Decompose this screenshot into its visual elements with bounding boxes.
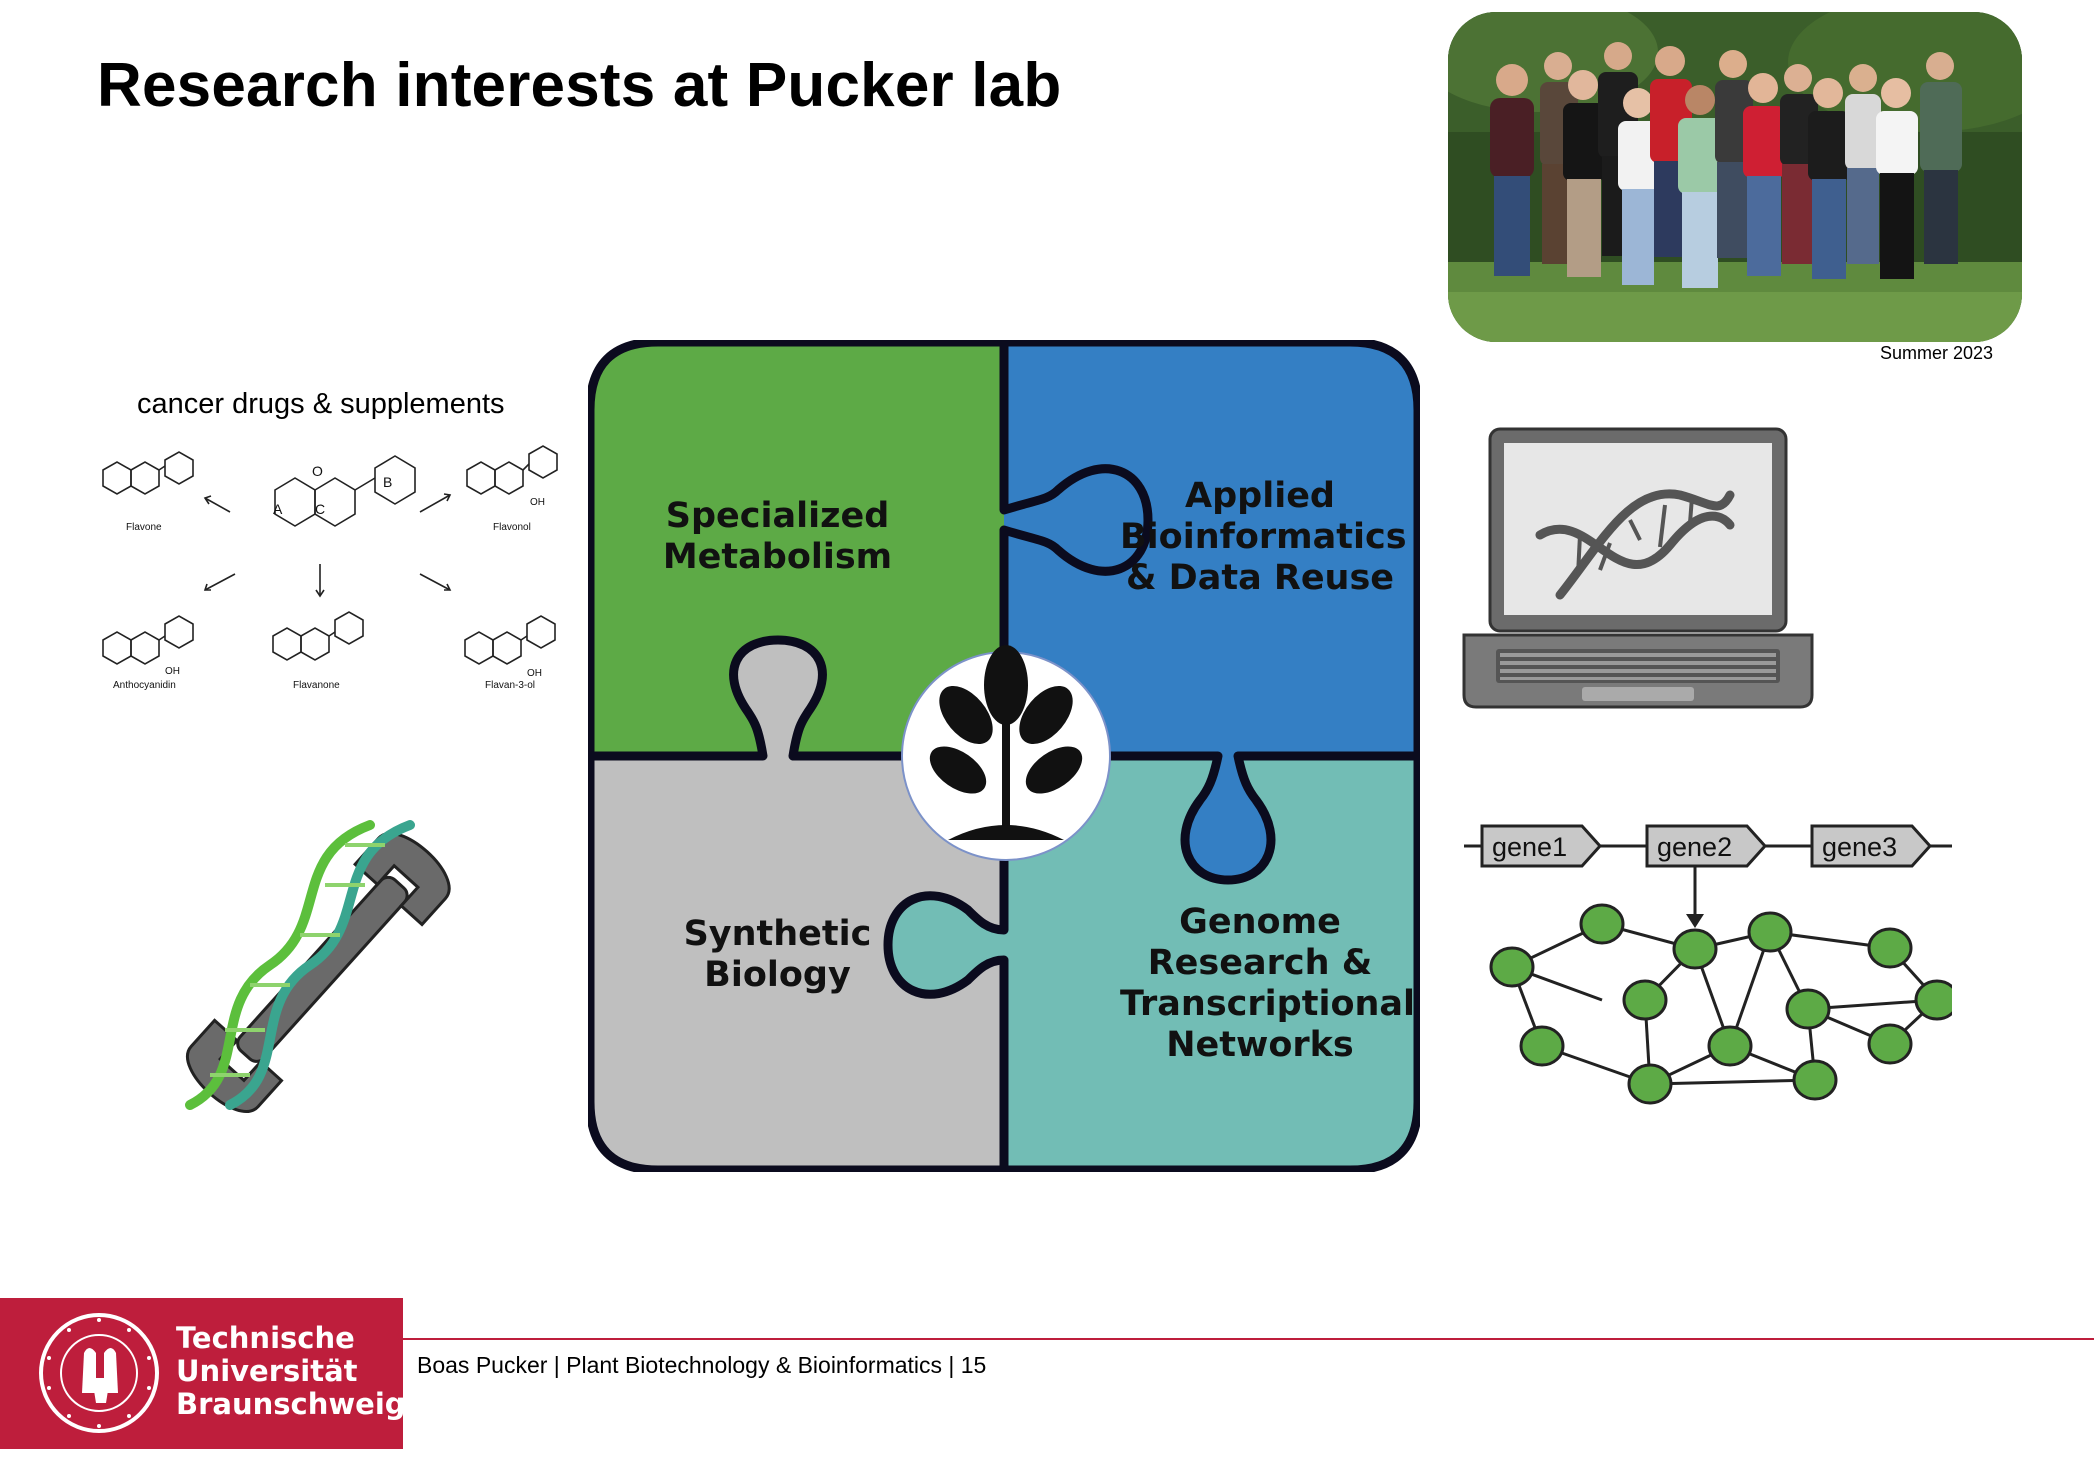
puzzle-piece-applied-bioinformatics <box>1004 342 1418 756</box>
gene2-label: gene2 <box>1657 832 1732 862</box>
university-logo-bar: Technische Universität Braunschweig <box>0 1298 406 1449</box>
puzzle-piece-specialized-metabolism <box>590 342 1004 756</box>
gene1-label: gene1 <box>1492 832 1567 862</box>
flavonoid-structures: A C B O Flavone Flavonol OH Anthocyanidi… <box>102 445 558 691</box>
puzzle-piece-genome-research <box>1004 756 1418 1170</box>
anthocyanidin-oh-label: OH <box>165 666 180 677</box>
flavonol-label: Flavonol <box>493 522 531 533</box>
puzzle-piece-synthetic-biology <box>590 756 1004 1170</box>
laptop-dna-icon <box>1462 427 1814 709</box>
gene1-box <box>1480 824 1603 868</box>
gene3-box <box>1810 824 1933 868</box>
anthocyanidin-label: Anthocyanidin <box>113 680 176 691</box>
wrench-dna-icon <box>185 820 451 1113</box>
ring-o-label: O <box>312 463 323 479</box>
flavan3ol-oh-label: OH <box>527 668 542 679</box>
cancer-drugs-label: cancer drugs & supplements <box>137 388 505 420</box>
university-name: Technische Universität Braunschweig <box>176 1321 406 1421</box>
university-seal <box>39 1313 159 1433</box>
flavonol-oh-label: OH <box>530 497 545 508</box>
gene2-box <box>1645 824 1768 868</box>
ring-c-label: C <box>315 501 325 517</box>
page-title: Research interests at Pucker lab <box>97 51 1062 120</box>
ring-a-label: A <box>273 501 283 517</box>
photo-caption: Summer 2023 <box>1880 343 1994 363</box>
flavone-label: Flavone <box>126 522 162 533</box>
plant-icon <box>929 645 1083 840</box>
flavan3ol-label: Flavan-3-ol <box>485 680 535 691</box>
gene-network-icon: gene1 gene2 gene3 <box>1464 824 1952 1105</box>
flavanone-label: Flavanone <box>293 680 340 691</box>
footer-text: Boas Pucker | Plant Biotechnology & Bioi… <box>417 1352 987 1378</box>
footer-divider <box>403 1338 2094 1340</box>
research-puzzle <box>588 340 1420 1172</box>
group-photo <box>1448 12 2022 342</box>
gene3-label: gene3 <box>1822 832 1897 862</box>
ring-b-label: B <box>383 474 392 490</box>
